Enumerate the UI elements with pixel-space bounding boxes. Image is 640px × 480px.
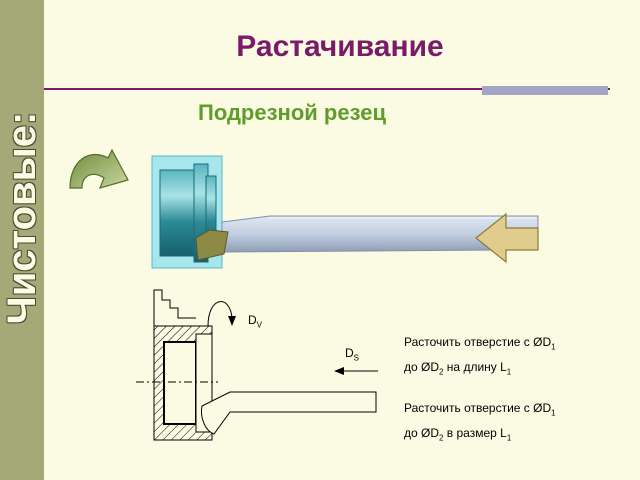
operation-1: Расточить отверстие с ØD1 до ØD2 на длин… — [404, 335, 556, 377]
workpiece — [151, 155, 223, 269]
technical-drawing — [136, 289, 378, 441]
title-rule-accent — [482, 86, 608, 95]
operation-2: Расточить отверстие с ØD1 до ØD2 в разме… — [404, 401, 556, 443]
page-title: Растачивание — [236, 30, 444, 63]
rotation-arrow-icon — [69, 148, 129, 189]
title-rule — [44, 88, 610, 90]
page-subtitle: Подрезной резец — [198, 100, 386, 125]
boring-bar — [195, 215, 539, 261]
feed-arrow-icon — [475, 212, 539, 264]
feed-label: DS — [345, 346, 360, 363]
rotation-speed-label: DV — [248, 313, 263, 330]
sidebar: Чистовые: — [0, 0, 44, 480]
